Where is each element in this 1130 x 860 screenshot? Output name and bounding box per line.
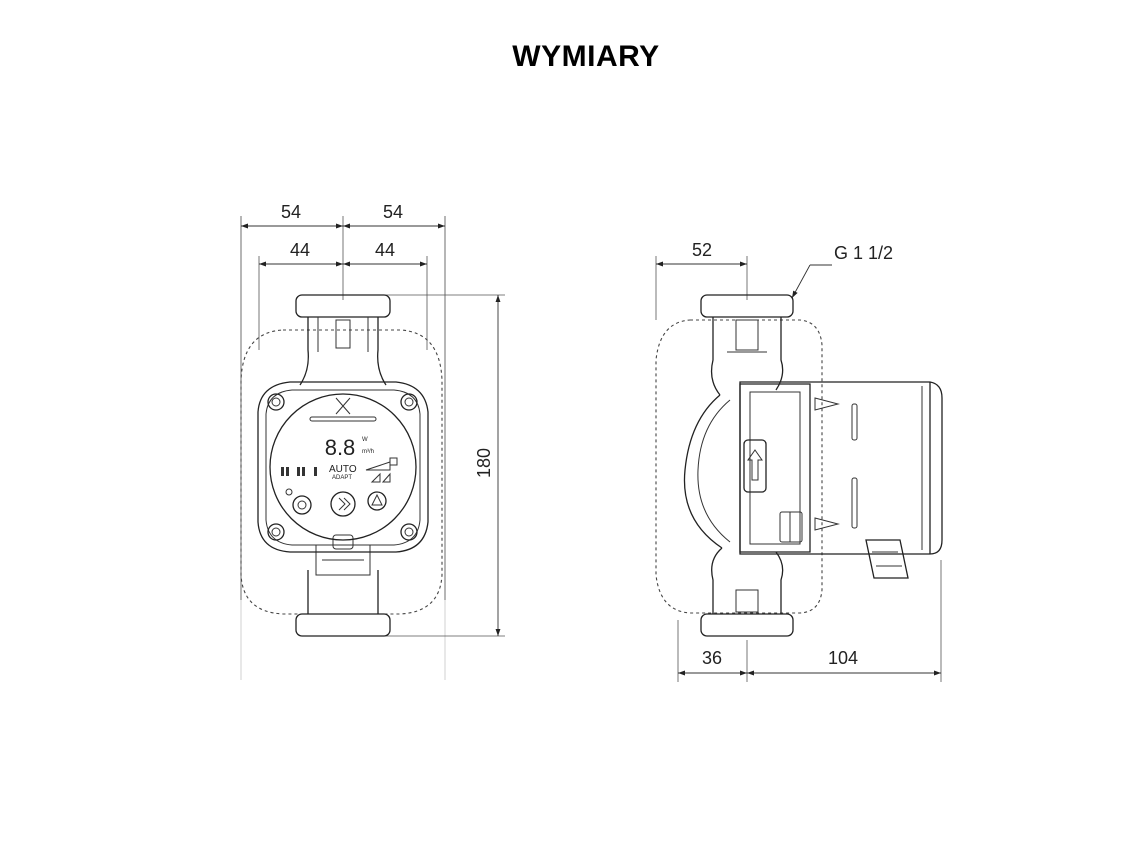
- display-unit-power: W: [362, 437, 368, 443]
- thread-label: G 1 1/2: [834, 243, 893, 263]
- mode-bars-icon: [281, 467, 317, 476]
- power-connector: [865, 539, 909, 579]
- dim-right-inner: 44: [375, 240, 395, 260]
- right-button[interactable]: [367, 491, 387, 511]
- left-button[interactable]: [292, 495, 312, 515]
- page-title: WYMIARY: [512, 40, 660, 73]
- motor-housing: [739, 381, 943, 555]
- top-flange: [295, 294, 391, 318]
- front-view: 54 54 44 44 180: [240, 202, 505, 680]
- display-digits: 8.8: [325, 435, 356, 460]
- chevron-right-icon: [338, 497, 351, 511]
- mode-label-auto: AUTO: [329, 464, 357, 475]
- dim-top: 52: [692, 240, 712, 260]
- brand-logo-icon: [309, 397, 377, 422]
- dim-bottom-right: 104: [828, 648, 858, 668]
- select-button[interactable]: [330, 491, 356, 517]
- dim-left-outer: 54: [281, 202, 301, 222]
- side-top-flange: [700, 294, 794, 318]
- dim-bottom-left: 36: [702, 648, 722, 668]
- pump-housing: [257, 381, 429, 553]
- flow-arrow-box: [743, 439, 767, 493]
- insulation-outline: [240, 329, 443, 615]
- side-bottom-flange: [700, 613, 794, 637]
- led-indicator-icon: [285, 488, 293, 496]
- display-unit-flow: m³/h: [362, 449, 374, 455]
- bottom-flange: [295, 613, 391, 637]
- mode-label-adapt: ADAPT: [332, 475, 352, 481]
- control-panel: [269, 393, 417, 541]
- dim-left-inner: 44: [290, 240, 310, 260]
- dim-height: 180: [474, 448, 494, 478]
- side-insulation-outline: [655, 319, 823, 614]
- dim-right-outer: 54: [383, 202, 403, 222]
- side-view: 52 G 1 1/2 36 104: [655, 240, 943, 682]
- arrow-up-icon: [747, 449, 763, 481]
- pressure-curve-icon: [365, 457, 398, 483]
